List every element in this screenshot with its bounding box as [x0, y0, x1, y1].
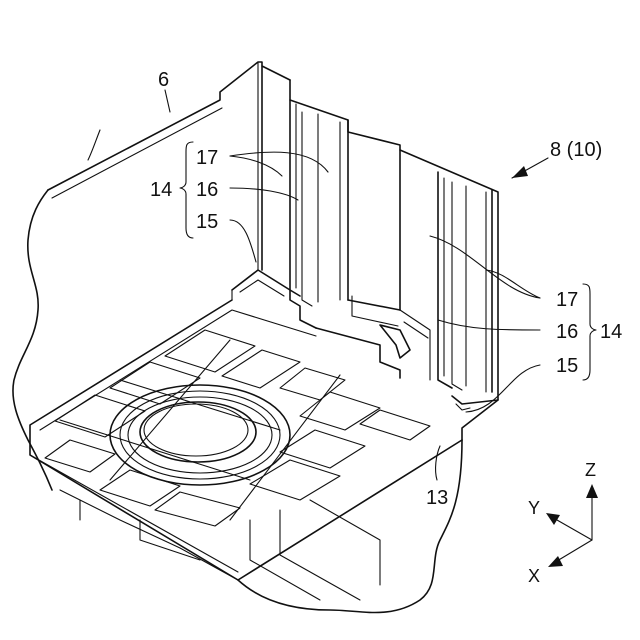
label-17-right: 17 — [556, 289, 578, 311]
label-16-right: 16 — [556, 321, 578, 343]
label-17-left: 17 — [196, 147, 218, 169]
device-arrow — [512, 158, 548, 178]
x-arrowhead — [548, 556, 563, 567]
bottom-plate-outline — [30, 300, 462, 580]
right-slot — [400, 150, 498, 410]
label-housing: 6 — [158, 69, 169, 91]
label-14-right: 14 — [600, 321, 622, 343]
label-15-left: 15 — [196, 211, 218, 233]
label-14-left: 14 — [150, 179, 172, 201]
axis-label-z: Z — [585, 460, 596, 480]
label-bottom-plate: 13 — [426, 487, 448, 509]
label-15-right: 15 — [556, 355, 578, 377]
axis-label-y: Y — [528, 498, 540, 518]
label-device: 8 (10) — [550, 139, 602, 161]
axis-label-x: X — [528, 566, 540, 586]
axis-indicator — [546, 484, 598, 567]
circular-boss — [110, 385, 290, 485]
y-arrowhead — [546, 513, 560, 525]
center-partition — [316, 296, 430, 380]
brace-left — [180, 142, 193, 238]
brace-right — [583, 284, 596, 380]
housing-outline — [13, 62, 290, 490]
lower-structure — [60, 440, 462, 613]
left-slot — [232, 100, 348, 328]
z-arrowhead — [586, 484, 598, 498]
leader-lines — [165, 90, 540, 480]
label-16-left: 16 — [196, 179, 218, 201]
